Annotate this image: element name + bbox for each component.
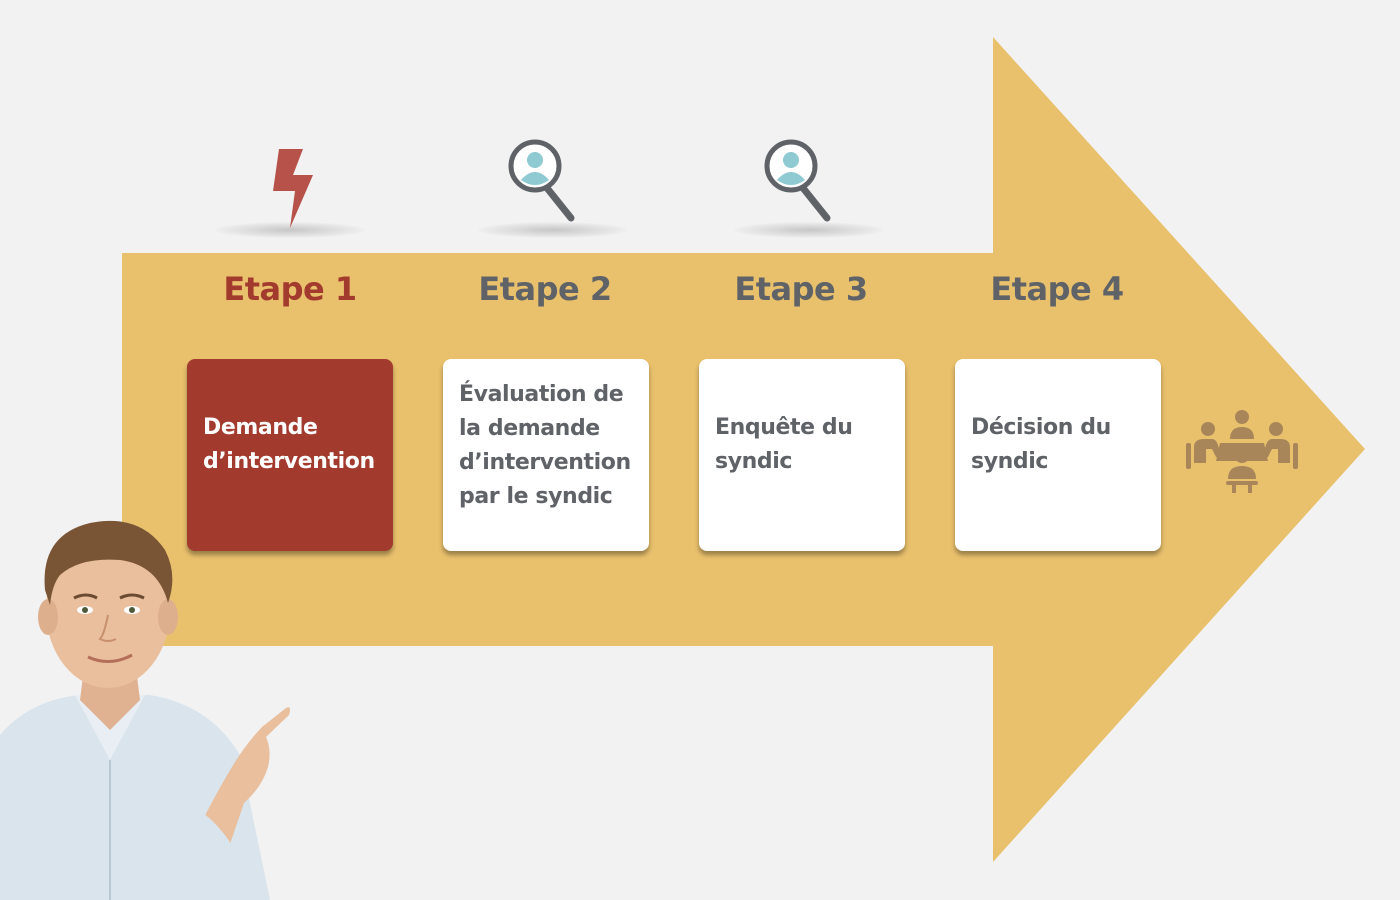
icon-shadow	[734, 222, 884, 238]
icon-shadow	[215, 222, 365, 238]
step-1-line-1: Demande	[203, 415, 318, 440]
step-3-title: Etape 3	[734, 270, 868, 308]
step-1-line-2: d’intervention	[203, 449, 375, 474]
man-pointing-photo	[0, 520, 290, 900]
step-2-card: Évaluation de la demande d’intervention …	[443, 359, 649, 551]
step-3-card: Enquête du syndic	[699, 359, 905, 551]
step-4-card: Décision du syndic	[955, 359, 1161, 551]
step-2-title: Etape 2	[478, 270, 612, 308]
step-1-title: Etape 1	[223, 270, 357, 308]
icon-shadow	[478, 222, 628, 238]
step-2-line-3: d’intervention	[459, 450, 631, 475]
step-3-line-1: Enquête du	[715, 415, 853, 440]
step-4-title: Etape 4	[990, 270, 1124, 308]
step-3-line-2: syndic	[715, 449, 793, 474]
lightning-icon	[273, 149, 313, 228]
step-4-line-2: syndic	[971, 449, 1049, 474]
step-2-line-1: Évaluation de	[459, 382, 624, 407]
magnifier-user-icon	[508, 139, 575, 222]
step-1-card: Demande d’intervention	[187, 359, 393, 551]
step-2-line-2: la demande	[459, 416, 600, 441]
meeting-table-icon	[1186, 410, 1298, 493]
step-4-line-1: Décision du	[971, 415, 1111, 440]
magnifier-user-icon	[764, 139, 831, 222]
step-2-line-4: par le syndic	[459, 484, 613, 509]
